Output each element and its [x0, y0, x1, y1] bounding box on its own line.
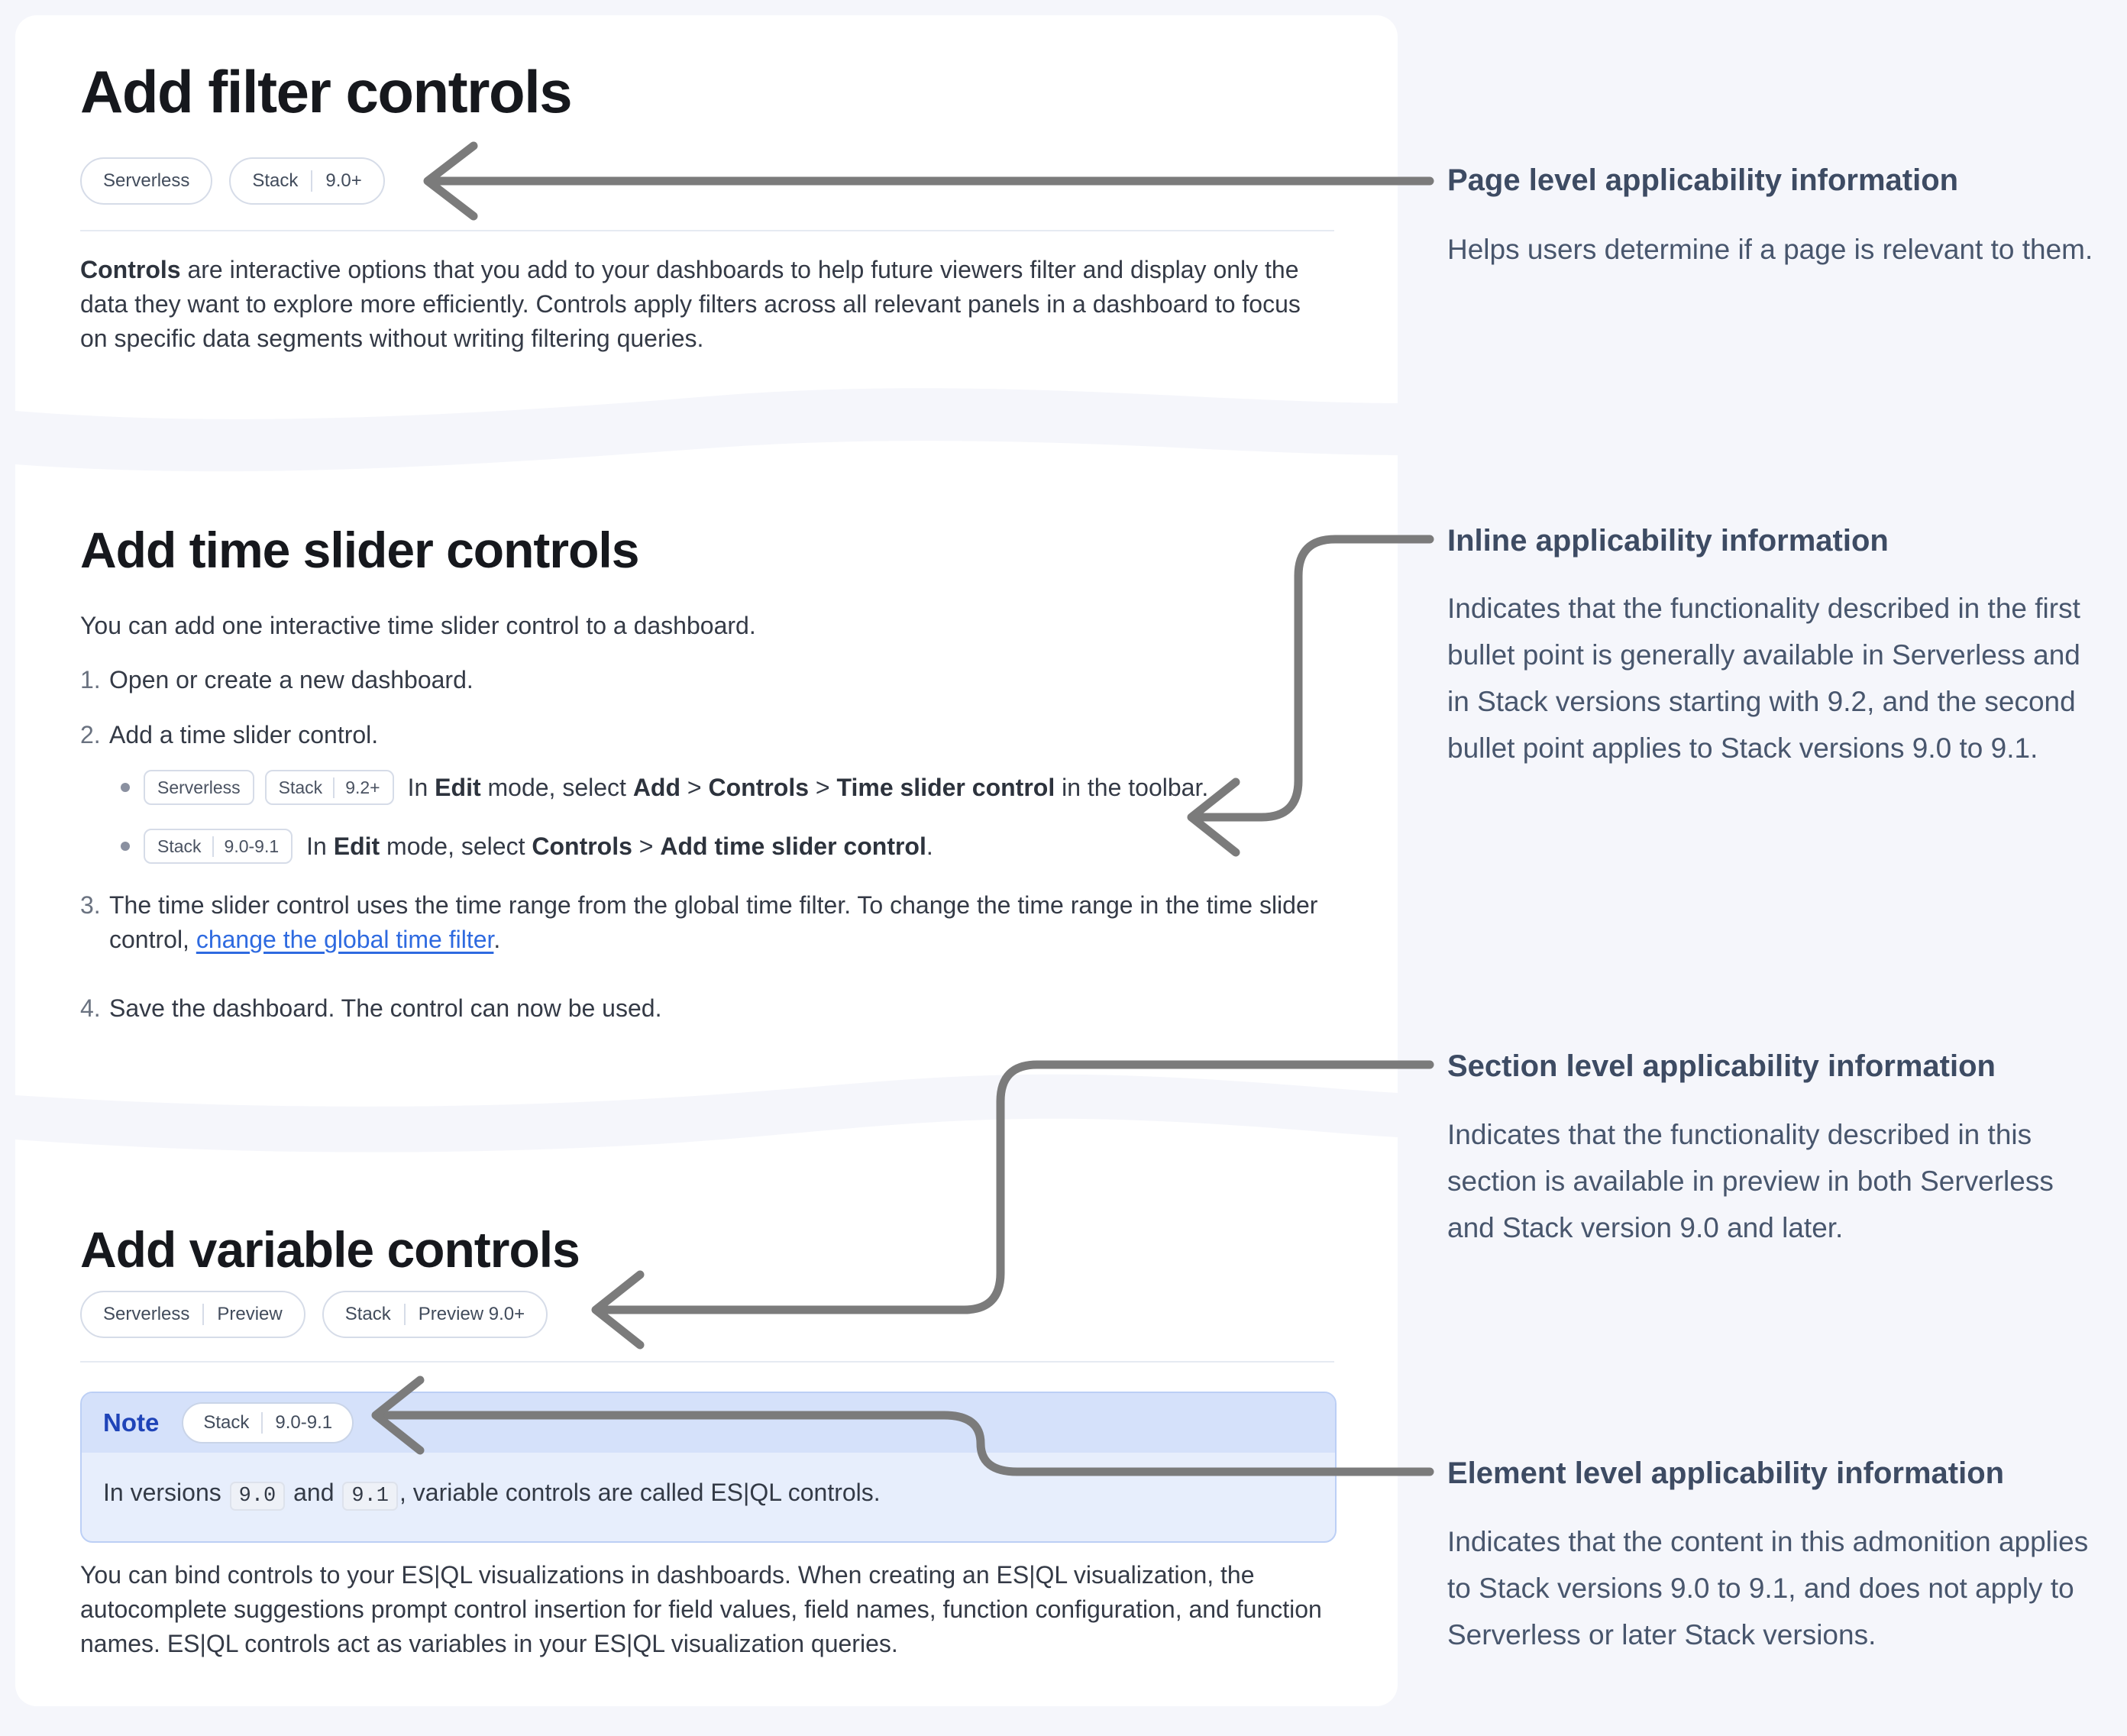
badge-stack-version: Stack 9.0-9.1: [182, 1402, 354, 1443]
note-body: In versions 9.0 and 9.1, variable contro…: [82, 1453, 1335, 1541]
list-item: 2. Add a time slider control.: [80, 718, 1325, 752]
badge-stack-version: Stack 9.0+: [229, 157, 385, 205]
version-code: 9.0: [229, 1482, 286, 1511]
badge-version: 9.0-9.1: [261, 1412, 332, 1434]
variable-controls-paragraph: You can bind controls to your ES|QL visu…: [80, 1561, 1322, 1657]
badge-lifecycle: Preview: [202, 1304, 283, 1325]
bold-controls: Controls: [80, 256, 181, 283]
list-number: 3.: [80, 891, 101, 919]
section-badge-row: Serverless Preview Stack Preview 9.0+: [80, 1291, 548, 1338]
annotation-body-element-level: Indicates that the content in this admon…: [1447, 1526, 2089, 1650]
list-number: 2.: [80, 721, 101, 748]
list-item: 1. Open or create a new dashboard.: [80, 663, 1325, 697]
badge-label: Serverless: [157, 777, 241, 797]
bullet-item-stack: Stack 9.0-9.1 In Edit mode, select Contr…: [121, 829, 933, 864]
badge-version: 9.0-9.1: [212, 836, 279, 857]
badge-serverless: Serverless: [80, 157, 213, 205]
annotation-body-page-level: Helps users determine if a page is relev…: [1447, 234, 2093, 265]
annotation-title-section-level: Section level applicability information: [1447, 1049, 1996, 1083]
badge-label: Stack: [203, 1412, 250, 1433]
note-label: Note: [103, 1408, 160, 1437]
badge-label: Serverless: [103, 170, 190, 191]
paragraph-text: are interactive options that you add to …: [80, 256, 1301, 352]
list-number: 1.: [80, 666, 101, 693]
list-item: 4. Save the dashboard. The control can n…: [80, 991, 1325, 1026]
bullet-marker: [121, 842, 130, 851]
annotation-title-inline: Inline applicability information: [1447, 524, 1889, 558]
annotation-title-page-level: Page level applicability information: [1447, 163, 1959, 197]
bullet-text: In Edit mode, select Controls > Add time…: [306, 832, 933, 860]
list-item-text: Open or create a new dashboard.: [109, 666, 474, 693]
annotation-title-element-level: Element level applicability information: [1447, 1456, 2005, 1490]
badge-lifecycle: Preview 9.0+: [403, 1304, 525, 1325]
section-title-variable-controls: Add variable controls: [80, 1221, 580, 1278]
bullet-marker: [121, 783, 130, 792]
badge-serverless-preview: Serverless Preview: [80, 1291, 305, 1338]
inline-badge-group: Serverless Stack 9.2+: [144, 770, 394, 805]
time-slider-intro: You can add one interactive time slider …: [80, 612, 756, 639]
bullet-item-serverless: Serverless Stack 9.2+ In Edit mode, sele…: [121, 770, 1208, 805]
list-item-text: Save the dashboard. The control can now …: [109, 994, 662, 1022]
list-item: 3. The time slider control uses the time…: [80, 888, 1333, 957]
bullet-text: In Edit mode, select Add > Controls > Ti…: [407, 773, 1209, 801]
annotation-body-section-level: Indicates that the functionality describ…: [1447, 1119, 2054, 1243]
list-item-text: Add a time slider control.: [109, 721, 379, 748]
version-code: 9.1: [342, 1482, 399, 1511]
global-time-filter-link[interactable]: change the global time filter: [196, 926, 494, 953]
badge-version: 9.0+: [311, 170, 362, 192]
divider: [80, 230, 1334, 231]
note-admonition: Note Stack 9.0-9.1 In versions 9.0 and 9…: [80, 1392, 1337, 1543]
note-header: Note Stack 9.0-9.1: [82, 1393, 1335, 1453]
badge-stack-preview-version: Stack Preview 9.0+: [322, 1291, 548, 1338]
badge-label: Serverless: [103, 1304, 190, 1324]
badge-serverless: Serverless: [144, 770, 254, 805]
badge-stack-version: Stack 9.0-9.1: [144, 829, 293, 864]
divider: [80, 1361, 1334, 1363]
badge-label: Stack: [252, 170, 299, 191]
page-badge-row: Serverless Stack 9.0+: [80, 157, 385, 205]
badge-label: Stack: [344, 1304, 391, 1324]
section-title-time-slider: Add time slider controls: [80, 522, 639, 578]
intro-paragraph: Controls are interactive options that yo…: [80, 253, 1327, 356]
list-item-text: The time slider control uses the time ra…: [109, 891, 1318, 953]
badge-label: Stack: [157, 836, 202, 856]
badge-label: Stack: [278, 777, 323, 797]
badge-stack-version: Stack 9.2+: [264, 770, 394, 805]
list-number: 4.: [80, 994, 101, 1022]
page-title: Add filter controls: [80, 58, 573, 125]
inline-badge-group: Stack 9.0-9.1: [144, 829, 293, 864]
annotation-body-inline: Indicates that the functionality describ…: [1447, 593, 2080, 764]
badge-version: 9.2+: [333, 777, 380, 798]
